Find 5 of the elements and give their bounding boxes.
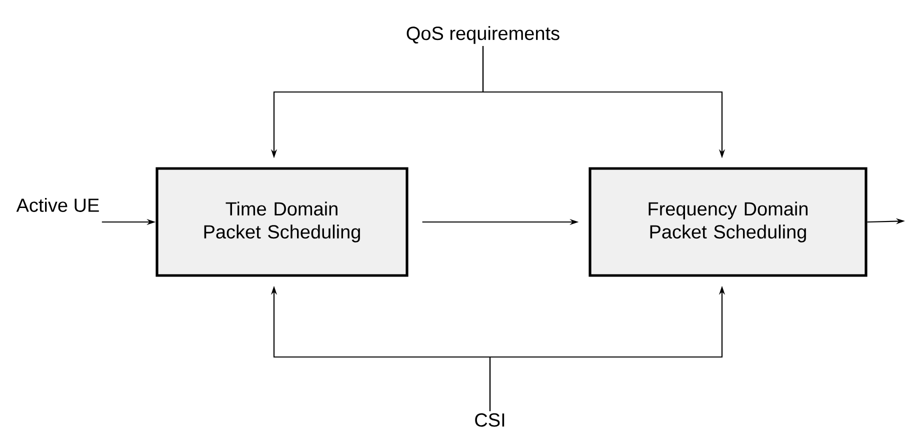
input-label: QoS requirements: [406, 26, 560, 44]
process-box: Time Domain Packet Scheduling: [156, 167, 408, 277]
input-label: Active UE: [16, 198, 99, 212]
input-label: CSI: [475, 413, 504, 427]
process-box: Frequency Domain Packet Scheduling: [588, 167, 868, 277]
